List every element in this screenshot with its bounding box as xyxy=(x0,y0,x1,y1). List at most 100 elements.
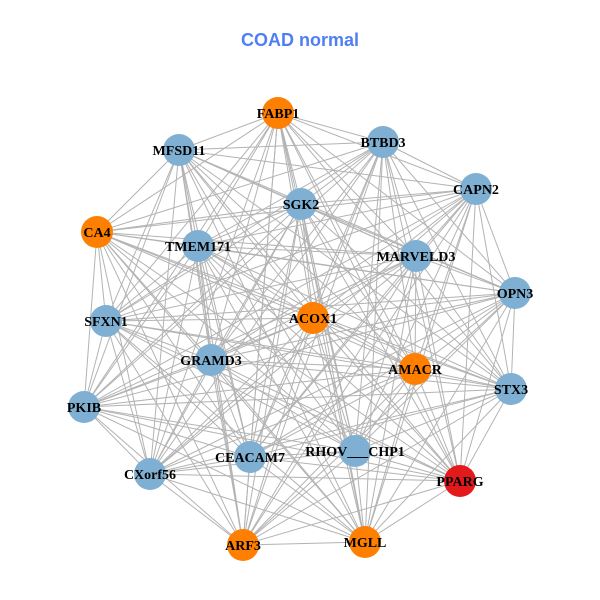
node-label: CA4 xyxy=(83,226,110,241)
node-label: TMEM171 xyxy=(165,240,231,255)
node-label: MARVELD3 xyxy=(377,250,456,265)
node-circle xyxy=(297,302,329,334)
edge-TMEM171-GRAMD3 xyxy=(197,245,212,361)
node-sgk2[interactable]: SGK2 xyxy=(283,188,320,220)
edge-MARVELD3-CXorf56 xyxy=(149,255,417,475)
node-tmem171[interactable]: TMEM171 xyxy=(165,230,231,262)
edge-SGK2-ACOX1 xyxy=(300,203,314,319)
edge-OPN3-AMACR xyxy=(414,292,516,370)
node-label: BTBD3 xyxy=(360,136,405,151)
node-label: AMACR xyxy=(388,363,443,378)
node-fabp1[interactable]: FABP1 xyxy=(257,97,300,129)
edge-AMACR-MGLL xyxy=(364,368,416,543)
edge-PKIB-RHOV___CHP1 xyxy=(83,406,356,452)
edge-MFSD11-CA4 xyxy=(96,149,180,233)
edge-OPN3-PKIB xyxy=(83,292,516,408)
node-circle xyxy=(234,441,266,473)
edge-PPARG-ARF3 xyxy=(242,480,461,546)
node-label: MFSD11 xyxy=(153,144,206,159)
edge-BTBD3-MFSD11 xyxy=(178,141,384,151)
edge-CEACAM7-MGLL xyxy=(249,456,366,543)
node-sfxn1[interactable]: SFXN1 xyxy=(84,305,128,337)
edge-FABP1-AMACR xyxy=(277,112,416,370)
node-circle xyxy=(349,526,381,558)
edge-FABP1-MARVELD3 xyxy=(277,112,417,257)
node-capn2[interactable]: CAPN2 xyxy=(453,173,499,205)
edge-ACOX1-CEACAM7 xyxy=(249,317,314,458)
node-marveld3[interactable]: MARVELD3 xyxy=(377,240,456,272)
edge-FABP1-BTBD3 xyxy=(277,112,384,143)
node-ca4[interactable]: CA4 xyxy=(81,216,113,248)
node-stx3[interactable]: STX3 xyxy=(494,373,528,405)
edge-SFXN1-PPARG xyxy=(105,320,461,482)
edge-CA4-ARF3 xyxy=(96,231,244,546)
edge-BTBD3-ACOX1 xyxy=(312,141,384,319)
edge-TMEM171-CXorf56 xyxy=(149,245,199,475)
edge-BTBD3-PKIB xyxy=(83,141,384,408)
edge-CAPN2-PPARG xyxy=(459,188,477,482)
edge-BTBD3-PPARG xyxy=(382,141,461,482)
edge-FABP1-MFSD11 xyxy=(178,112,279,151)
node-amacr[interactable]: AMACR xyxy=(388,353,443,385)
node-cxorf56[interactable]: CXorf56 xyxy=(124,458,176,490)
node-circle xyxy=(163,134,195,166)
edge-TMEM171-OPN3 xyxy=(197,245,516,294)
edge-SGK2-CEACAM7 xyxy=(249,203,302,458)
edge-OPN3-CXorf56 xyxy=(149,292,516,475)
edge-CA4-MGLL xyxy=(96,231,366,543)
node-gramd3[interactable]: GRAMD3 xyxy=(180,344,242,376)
edge-STX3-RHOV___CHP1 xyxy=(354,388,512,452)
edge-SGK2-SFXN1 xyxy=(105,203,302,322)
node-label: OPN3 xyxy=(497,287,534,302)
node-circle xyxy=(195,344,227,376)
node-circle xyxy=(339,435,371,467)
node-circle xyxy=(68,391,100,423)
node-btbd3[interactable]: BTBD3 xyxy=(360,126,406,158)
edge-CAPN2-PKIB xyxy=(83,188,477,408)
edge-STX3-CEACAM7 xyxy=(249,388,512,458)
node-label: FABP1 xyxy=(257,107,300,122)
edge-RHOV___CHP1-ARF3 xyxy=(242,450,356,546)
edge-SFXN1-AMACR xyxy=(105,320,416,370)
node-circle xyxy=(81,216,113,248)
edge-MFSD11-CXorf56 xyxy=(149,149,180,475)
edge-CXorf56-PPARG xyxy=(149,473,461,482)
node-acox1[interactable]: ACOX1 xyxy=(289,302,337,334)
node-circle xyxy=(460,173,492,205)
edge-CXorf56-MGLL xyxy=(149,473,366,543)
node-mgll[interactable]: MGLL xyxy=(344,526,387,558)
edge-MFSD11-RHOV___CHP1 xyxy=(178,149,356,452)
node-circle xyxy=(367,126,399,158)
edge-BTBD3-SGK2 xyxy=(300,141,384,205)
edge-OPN3-STX3 xyxy=(510,292,516,390)
edge-CAPN2-AMACR xyxy=(414,188,477,370)
edge-AMACR-STX3 xyxy=(414,368,512,390)
edge-CAPN2-OPN3 xyxy=(475,188,516,294)
node-pkib[interactable]: PKIB xyxy=(67,391,101,423)
edge-SFXN1-ACOX1 xyxy=(105,317,314,322)
edge-FABP1-STX3 xyxy=(277,112,512,390)
edge-STX3-PPARG xyxy=(459,388,512,482)
edge-OPN3-CEACAM7 xyxy=(249,292,516,458)
edge-MARVELD3-OPN3 xyxy=(415,255,516,294)
node-circle xyxy=(90,305,122,337)
node-circle xyxy=(134,458,166,490)
edge-SGK2-MGLL xyxy=(300,203,366,543)
edge-GRAMD3-MGLL xyxy=(210,359,366,543)
node-ceacam7[interactable]: CEACAM7 xyxy=(215,441,285,473)
node-opn3[interactable]: OPN3 xyxy=(497,277,534,309)
node-rhov___chp1[interactable]: RHOV___CHP1 xyxy=(305,435,405,467)
node-label: SGK2 xyxy=(283,198,320,213)
edge-FABP1-RHOV___CHP1 xyxy=(277,112,356,452)
node-pparg[interactable]: PPARG xyxy=(436,465,484,497)
node-mfsd11[interactable]: MFSD11 xyxy=(153,134,206,166)
edge-BTBD3-STX3 xyxy=(382,141,512,390)
node-label: SFXN1 xyxy=(84,315,128,330)
edge-GRAMD3-PPARG xyxy=(210,359,461,482)
edge-SFXN1-CEACAM7 xyxy=(105,320,251,458)
node-arf3[interactable]: ARF3 xyxy=(225,529,261,561)
node-circle xyxy=(444,465,476,497)
edge-ACOX1-CXorf56 xyxy=(149,317,314,475)
edge-MFSD11-AMACR xyxy=(178,149,416,370)
